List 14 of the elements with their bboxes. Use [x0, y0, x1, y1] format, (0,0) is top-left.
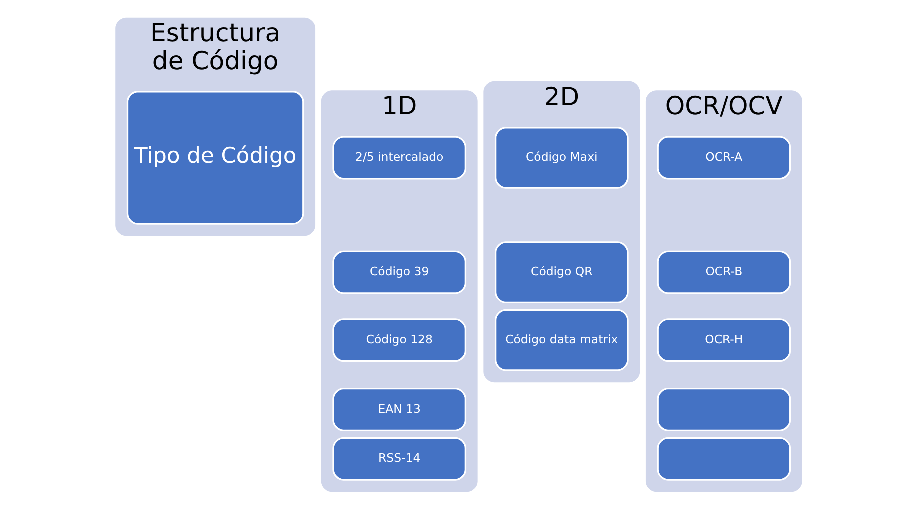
node-box: Código data matrix — [494, 309, 628, 372]
node-box: Código 39 — [332, 250, 466, 294]
node-box: Código 128 — [332, 318, 466, 362]
node-box: OCR-A — [656, 136, 791, 180]
node-box: EAN 13 — [332, 388, 466, 432]
node-box — [656, 437, 791, 481]
node-box: RSS-14 — [332, 437, 466, 481]
node-box: OCR-B — [656, 250, 791, 294]
node-box — [656, 388, 791, 432]
node-box: OCR-H — [656, 318, 791, 362]
node-box: Tipo de Código — [126, 91, 304, 225]
node-box: Código Maxi — [494, 127, 628, 189]
node-box: Código QR — [494, 242, 628, 304]
node-box: 2/5 intercalado — [332, 136, 466, 180]
